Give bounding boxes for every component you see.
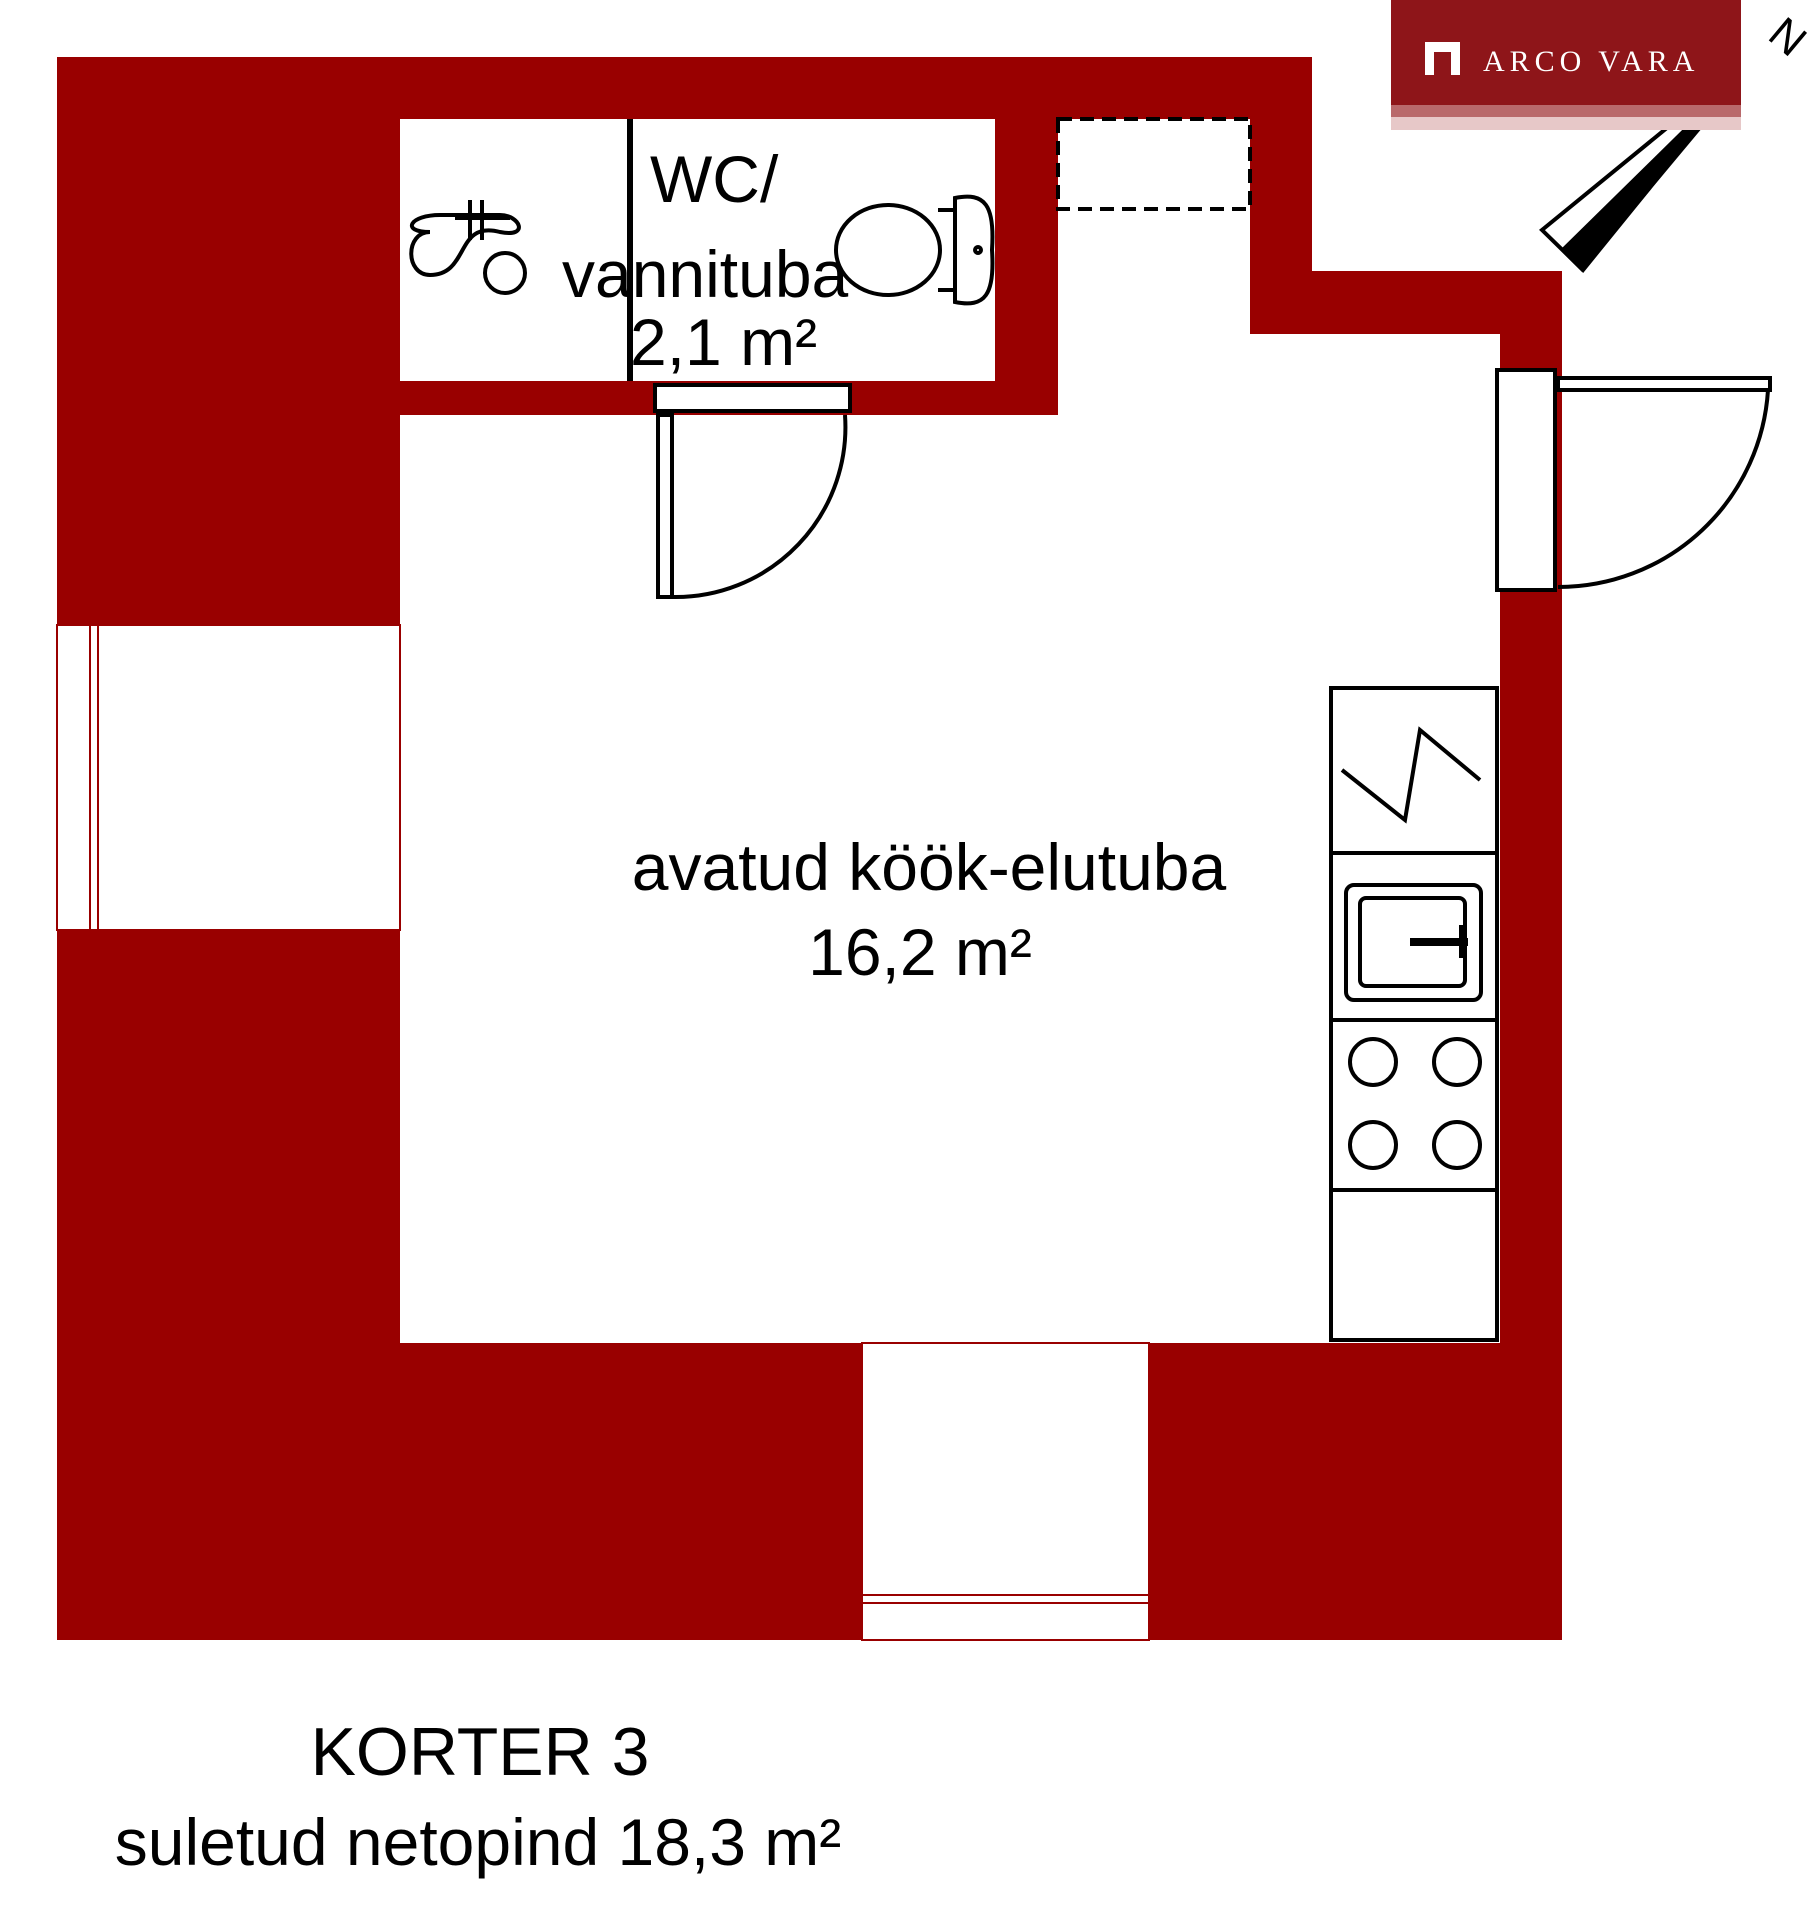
living-room-name: avatud köök-elutuba <box>632 830 1227 904</box>
brand-name: ARCO VARA <box>1483 45 1699 78</box>
toilet-icon <box>834 194 995 306</box>
bathroom-floor <box>400 119 995 381</box>
bathroom-door-icon <box>653 383 852 600</box>
sink-icon <box>409 200 527 295</box>
bathroom-name-line2: vannituba <box>562 237 849 311</box>
kitchen-counter <box>1329 686 1499 1342</box>
brand-logo: ARCO VARA <box>1391 0 1741 130</box>
window-bottom <box>861 1342 1150 1641</box>
apartment-title: KORTER 3 <box>311 1714 650 1790</box>
kitchen-sink-icon <box>1344 883 1483 1002</box>
cooktop-icon <box>1348 1037 1482 1170</box>
logo-mark-icon <box>1425 42 1460 75</box>
bathroom-area: 2,1 m² <box>630 305 817 379</box>
shaft-outline <box>1056 117 1252 211</box>
bathroom-name-line1: WC/ <box>650 142 779 216</box>
net-area: suletud netopind 18,3 m² <box>115 1805 841 1879</box>
living-room-area: 16,2 m² <box>808 915 1032 989</box>
stove-icon <box>1340 726 1482 824</box>
entrance-door-icon <box>1495 368 1772 592</box>
north-label: N <box>1760 8 1814 66</box>
shaft-area <box>1058 119 1250 332</box>
window-left <box>56 624 401 931</box>
